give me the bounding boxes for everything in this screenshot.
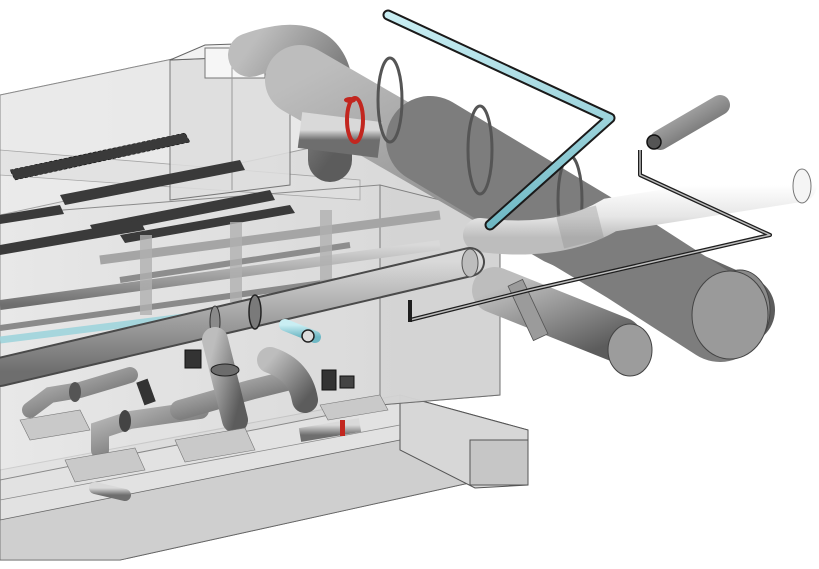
cyan-air-line: [382, 9, 616, 231]
floor-plates: [19, 394, 389, 483]
foreground-main-pipe: [0, 247, 485, 387]
foundation-slab: [0, 394, 529, 561]
pump-valve-group: [22, 327, 362, 501]
launder-grates: [0, 132, 295, 255]
instrument-lines: [408, 95, 772, 322]
white-outlet-pipe: [463, 168, 817, 255]
